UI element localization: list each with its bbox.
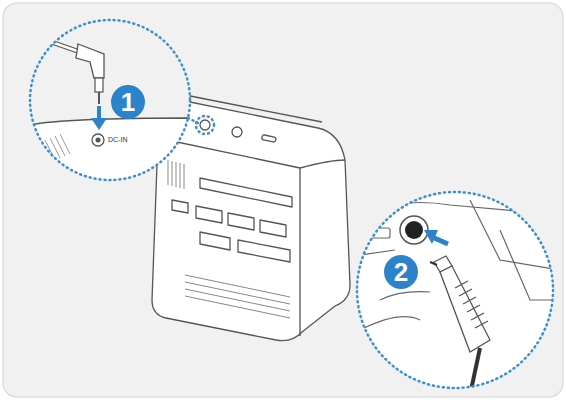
callout-number: 2 [384, 255, 418, 289]
callout-number: 1 [111, 85, 145, 119]
port-label: DC-IN [107, 136, 128, 144]
